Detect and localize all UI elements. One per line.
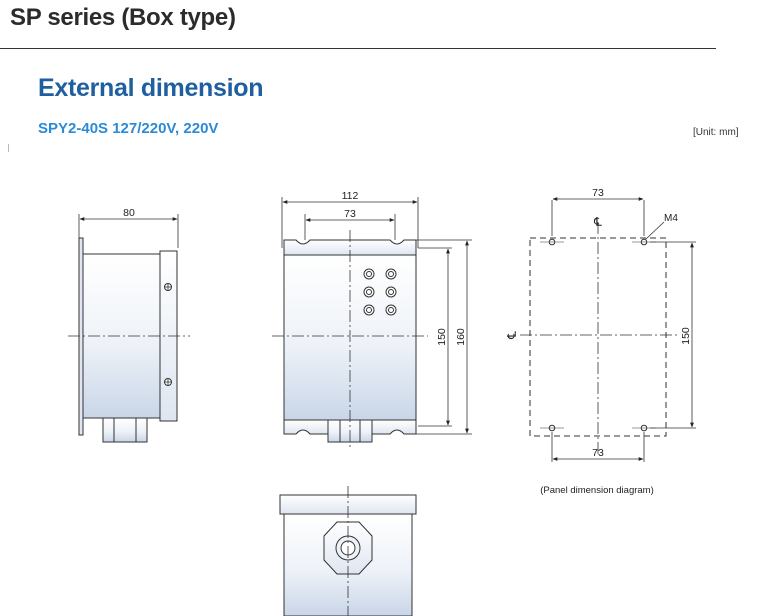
front-height-150-label: 150 <box>436 328 448 346</box>
terminal-5 <box>363 304 375 316</box>
front-top-cap <box>283 239 417 256</box>
terminal-1 <box>363 268 375 280</box>
panel-horizontal-centerline-symbol: ℄ <box>505 331 519 340</box>
model-label: SPY2-40S 127/220V, 220V <box>38 120 219 137</box>
bottom-view <box>279 486 417 616</box>
side-width-label: 80 <box>123 207 135 219</box>
front-overall-width-label: 112 <box>342 190 359 202</box>
panel-height-label: 150 <box>680 327 692 345</box>
front-view <box>272 197 472 450</box>
terminal-2 <box>385 268 397 280</box>
margin-tick <box>8 144 9 152</box>
side-gland <box>102 417 148 443</box>
terminal-3 <box>363 286 375 298</box>
panel-outline <box>529 237 667 437</box>
panel-caption: (Panel dimension diagram) <box>540 485 654 496</box>
series-title: SP series (Box type) <box>10 4 236 31</box>
section-title: External dimension <box>38 74 264 102</box>
front-height-160-label: 160 <box>455 328 467 346</box>
side-view <box>68 214 190 443</box>
m4-leader-line <box>645 221 665 240</box>
panel-view <box>520 197 696 462</box>
panel-top-label: 73 <box>592 187 604 199</box>
header-rule <box>0 48 716 49</box>
front-hole-pitch-label: 73 <box>344 208 356 220</box>
panel-vertical-centerline-symbol: ℄ <box>593 215 602 229</box>
terminal-4 <box>385 286 397 298</box>
side-mounting-flange <box>78 237 84 436</box>
panel-bottom-label: 73 <box>592 447 604 459</box>
terminal-6 <box>385 304 397 316</box>
m4-hole-label: M4 <box>664 213 678 224</box>
unit-label: [Unit: mm] <box>693 127 739 138</box>
